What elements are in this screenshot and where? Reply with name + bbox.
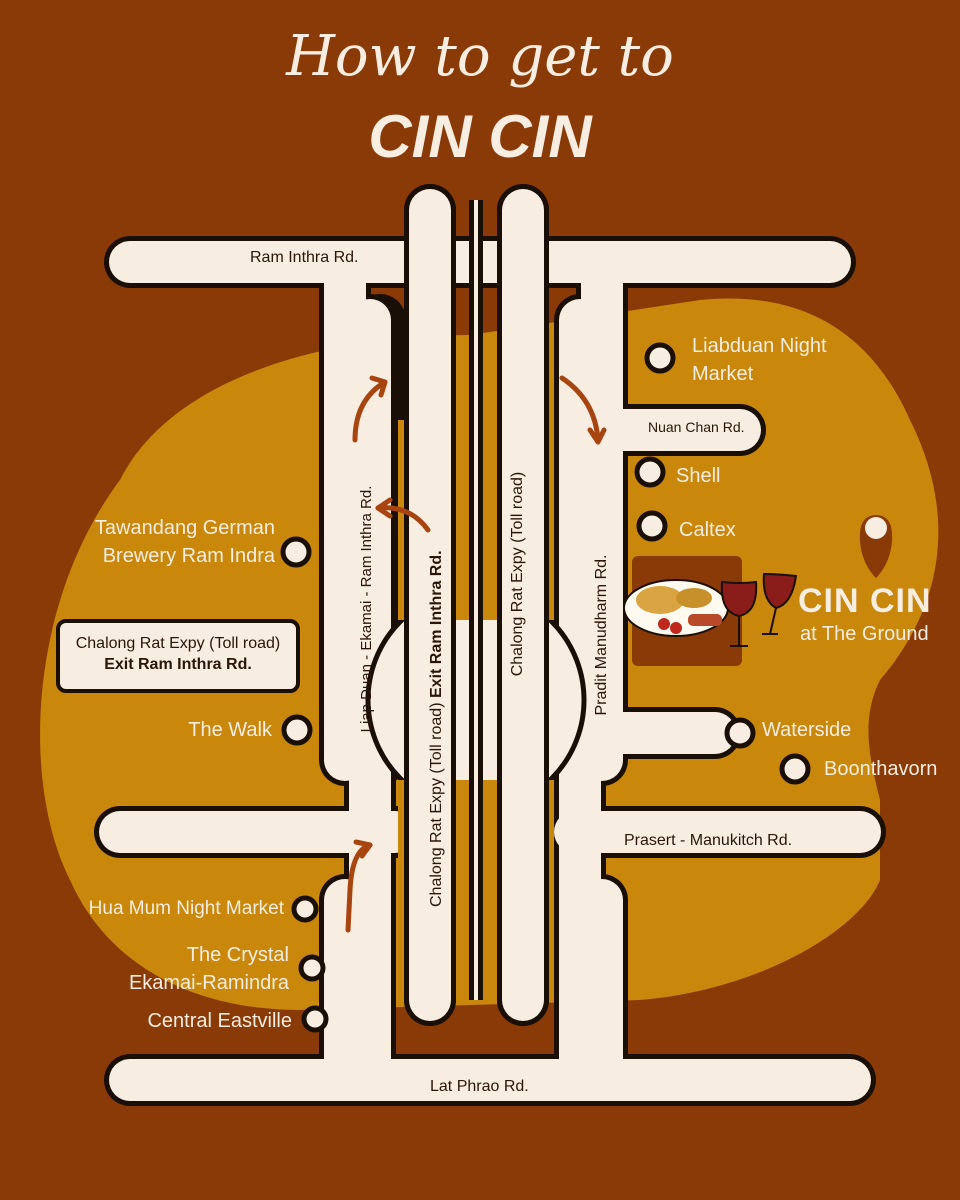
liabduan-marker-icon [644, 342, 676, 374]
caltex-marker-icon [636, 510, 668, 542]
hua-mum-marker-icon [291, 895, 319, 923]
callout-line2: Exit Ram Inthra Rd. [104, 656, 252, 673]
location-pin-icon [859, 515, 893, 578]
label-liabduan-line2: Market [692, 363, 754, 385]
callout-box: Chalong Rat Expy (Toll road) Exit Ram In… [56, 619, 300, 693]
arrow-south [559, 375, 601, 443]
label-pradit: Pradit Manudharm Rd. [593, 554, 610, 716]
tawandang-marker-icon [280, 536, 312, 568]
label-the-walk: The Walk [188, 719, 272, 741]
header-line1: How to get to [286, 24, 674, 89]
label-crystal-line2: Ekamai-Ramindra [128, 972, 289, 994]
label-shell: Shell [676, 465, 721, 487]
arrow-exit [375, 505, 431, 533]
label-expy-toll: Chalong Rat Expy (Toll road) [509, 471, 526, 677]
page-title: CIN CIN [368, 103, 592, 170]
food-and-wine-illustration [623, 572, 798, 647]
label-lat-phrao: Lat Phrao Rd. [430, 1078, 529, 1095]
label-tawandang: Tawandang German Brewery Ram Indra [40, 514, 275, 570]
label-caltex: Caltex [679, 519, 736, 541]
the-walk-marker-icon [281, 714, 313, 746]
label-expy-exit-bold: Exit Ram Inthra Rd. [428, 550, 445, 698]
label-crystal-line1: The Crystal [186, 944, 289, 966]
label-tawandang-line1: Tawandang German [94, 517, 275, 539]
label-prasert: Prasert - Manukitch Rd. [624, 832, 793, 849]
label-liap-duan: Liap Duan - Ekamai - Ram Inthra Rd. [358, 485, 375, 733]
label-tawandang-line2: Brewery Ram Indra [102, 545, 275, 567]
central-marker-icon [301, 1005, 329, 1033]
label-expy-exit: Chalong Rat Expy (Toll road) Exit Ram In… [428, 550, 448, 907]
label-nuan-chan: Nuan Chan Rd. [648, 419, 745, 435]
waterside-marker-icon [724, 717, 756, 749]
lower-patch [380, 1012, 580, 1052]
label-waterside: Waterside [762, 719, 852, 741]
destination-subtitle: at The Ground [800, 623, 929, 645]
shell-marker-icon [634, 456, 666, 488]
callout-line1: Chalong Rat Expy (Toll road) [75, 635, 281, 652]
label-ram-inthra: Ram Inthra Rd. [250, 249, 359, 266]
label-boonthavorn: Boonthavorn [824, 758, 938, 780]
label-expy-exit-prefix: Chalong Rat Expy (Toll road) [428, 702, 445, 907]
label-liabduan: Liabduan Night Market [692, 332, 827, 388]
label-central: Central Eastville [147, 1010, 292, 1032]
arrow-north-1 [352, 379, 388, 443]
crystal-marker-icon [298, 954, 326, 982]
label-liabduan-line1: Liabduan Night [692, 335, 827, 357]
label-crystal: The Crystal Ekamai-Ramindra [40, 941, 289, 997]
destination-name: CIN CIN [798, 582, 932, 620]
label-hua-mum: Hua Mum Night Market [88, 898, 284, 919]
boonthavorn-marker-icon [779, 753, 811, 785]
